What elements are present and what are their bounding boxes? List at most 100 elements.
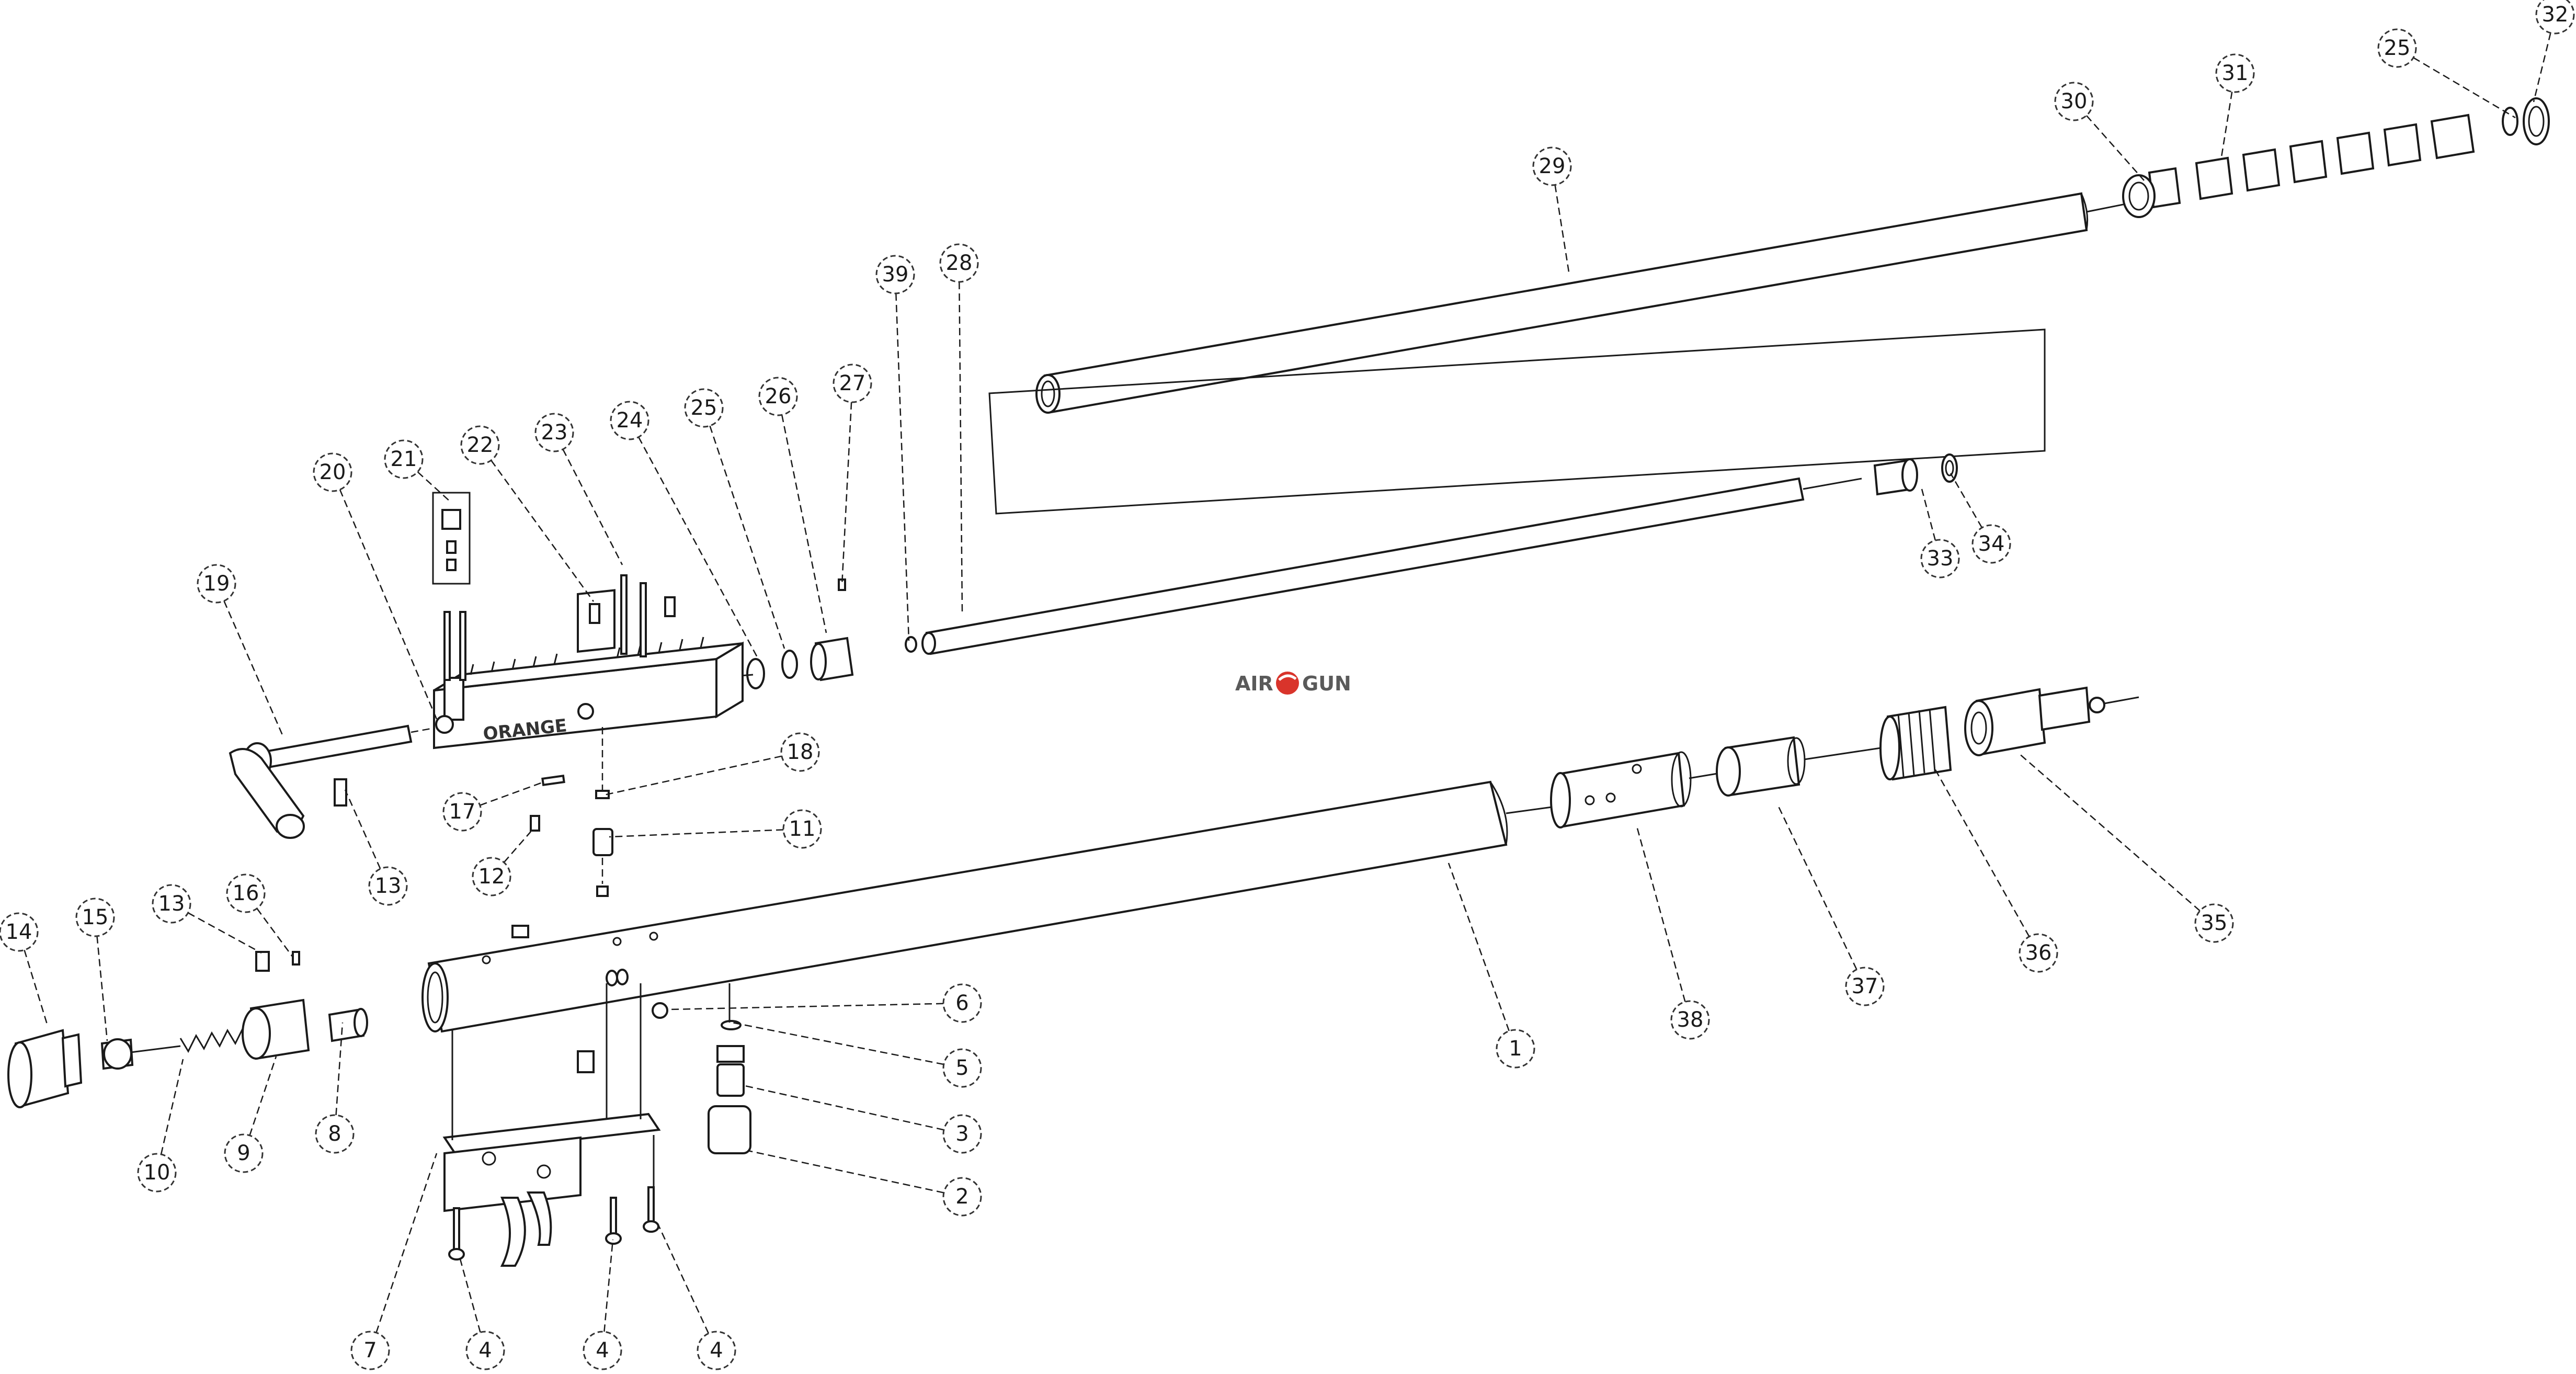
callout-c5: 5 [942, 1048, 982, 1088]
callout-number: 2 [955, 1185, 968, 1209]
callout-c18: 18 [780, 732, 820, 772]
callout-circle [460, 425, 500, 465]
callout-c3: 3 [942, 1114, 982, 1154]
callout-c20: 20 [313, 452, 352, 492]
callout-c12: 12 [472, 857, 511, 896]
leader-line-c39 [895, 293, 910, 641]
callout-c17: 17 [442, 792, 482, 832]
callout-number: 22 [467, 433, 494, 457]
callout-number: 8 [328, 1122, 341, 1146]
callout-number: 4 [710, 1338, 723, 1362]
receiver-screws [432, 492, 676, 681]
leader-line-c22 [491, 460, 595, 602]
callout-c14: 14 [0, 912, 39, 952]
assembly-outline [988, 328, 2046, 515]
callout-number: 13 [158, 892, 185, 916]
leader-line-c34 [1950, 473, 1983, 528]
callout-number: 18 [787, 740, 814, 764]
callout-circle [350, 1331, 390, 1370]
callout-circle [534, 413, 574, 452]
leader-line-c10 [160, 1059, 184, 1155]
callout-c33: 33 [1920, 539, 1960, 578]
callout-circle [2215, 53, 2255, 93]
callout-c28: 28 [939, 243, 979, 283]
leader-line-c35 [2018, 753, 2201, 912]
callout-c6: 6 [942, 983, 982, 1023]
callout-circle [942, 983, 982, 1023]
callout-circle [1920, 539, 1960, 578]
loose-parts-11-12-17-18 [530, 727, 613, 897]
callout-number: 25 [2384, 36, 2411, 60]
leader-line-c20 [339, 489, 438, 720]
callout-c9: 9 [224, 1133, 264, 1173]
callout-number: 33 [1927, 547, 1954, 571]
callout-c23: 23 [534, 413, 574, 452]
leader-line-c1 [1447, 862, 1510, 1031]
callout-number: 14 [6, 920, 32, 944]
pressure-group-35-38 [1550, 686, 2139, 828]
callout-circle [313, 452, 352, 492]
callout-circle [472, 857, 511, 896]
callout-c8: 8 [315, 1114, 355, 1154]
callout-c13a: 13 [368, 866, 408, 906]
callout-circle [2019, 933, 2058, 973]
logo-swoosh-icon [1278, 674, 1297, 681]
leader-line-c3 [742, 1084, 944, 1131]
logo-text-right: GUN [1302, 672, 1351, 695]
leader-line-c11 [609, 829, 784, 838]
callout-number: 37 [1852, 974, 1878, 998]
callout-circle [697, 1331, 736, 1370]
callout-circle [780, 732, 820, 772]
callout-c22: 22 [460, 425, 500, 465]
callout-c31: 31 [2215, 53, 2255, 93]
callout-circle [152, 884, 191, 924]
callout-number: 13 [375, 874, 402, 898]
callout-number: 38 [1677, 1008, 1704, 1032]
callout-circle [610, 401, 649, 440]
leader-line-c8 [335, 1022, 344, 1116]
inner-rod-28 [921, 477, 1862, 655]
callout-c13b: 13 [152, 884, 191, 924]
leader-line-c4b [603, 1239, 614, 1332]
callout-number: 1 [1509, 1037, 1522, 1061]
leader-line-c32 [2533, 32, 2551, 103]
leader-line-c16 [256, 908, 294, 958]
callout-number: 7 [363, 1338, 377, 1362]
callout-number: 4 [478, 1338, 492, 1362]
callout-c19: 19 [197, 564, 236, 604]
leader-line-c18 [603, 755, 782, 796]
leader-line-c19 [223, 600, 283, 735]
leader-line-c28 [959, 281, 963, 612]
callout-number: 17 [449, 800, 476, 824]
callout-number: 31 [2222, 61, 2249, 85]
callout-number: 36 [2025, 941, 2052, 965]
leader-line-c14 [24, 950, 48, 1025]
callout-c15: 15 [75, 898, 115, 937]
callout-circle [782, 809, 822, 849]
callout-circle [1971, 524, 2011, 564]
leader-line-c36 [1934, 768, 2030, 937]
callout-c24: 24 [610, 401, 649, 440]
callout-number: 3 [955, 1122, 968, 1146]
callout-c35: 35 [2194, 903, 2234, 943]
airgun-logo: AIR GUN [1235, 672, 1351, 695]
leader-line-c5 [732, 1021, 944, 1065]
leader-line-c38 [1636, 826, 1686, 1002]
logo-text-left: AIR [1235, 672, 1273, 695]
callout-c4a: 4 [465, 1331, 505, 1370]
leader-line-c13b [187, 912, 262, 954]
callout-number: 4 [596, 1338, 609, 1362]
callout-circle [833, 364, 872, 403]
callout-number: 25 [691, 396, 717, 420]
leader-line-c33 [1921, 489, 1936, 541]
callout-c4b: 4 [583, 1331, 622, 1370]
trigger-screws-4 [448, 1186, 659, 1261]
callout-c4c: 4 [697, 1331, 736, 1370]
callout-number: 26 [765, 384, 792, 408]
callout-number: 12 [478, 865, 505, 889]
leader-line-c2 [747, 1150, 944, 1194]
callout-c37: 37 [1845, 967, 1885, 1006]
receiver-block-20: ORANGE [433, 589, 744, 750]
callout-number: 28 [946, 251, 973, 275]
